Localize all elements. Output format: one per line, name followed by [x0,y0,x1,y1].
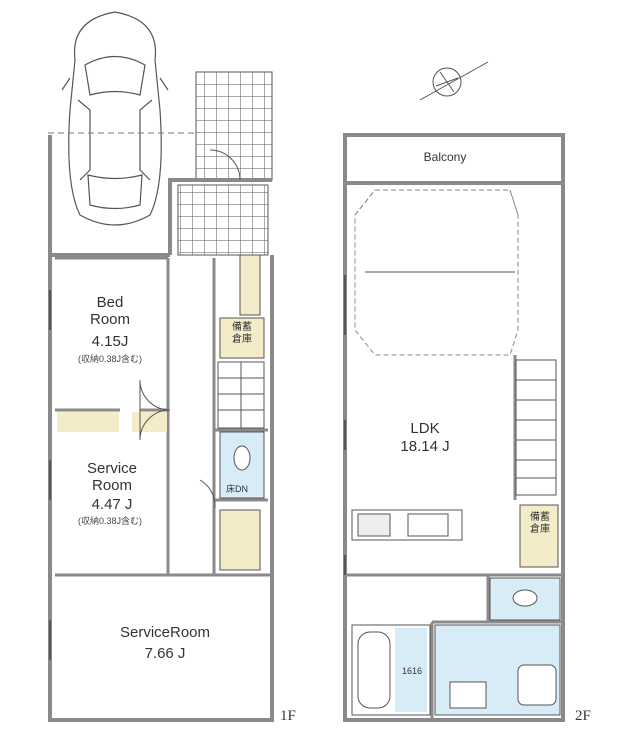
stairs-2f [515,359,557,496]
room-size-bed-room: 4.15J [91,333,129,350]
entrance-tiles [177,184,269,256]
closet-service-room [57,412,119,432]
stairs-1f [217,361,265,429]
bathtub-icon [357,631,391,709]
shoe-storage [239,254,261,316]
unit-bath-label: 1616 [402,666,423,676]
closet-bed-room [132,412,167,432]
room-name-ldk: LDK [410,420,440,437]
storage-stair [219,509,261,571]
room-size-service-room-large: 7.66 J [144,645,186,662]
balcony-label: Balcony [423,150,467,164]
room-name-bed-room: Bed Room [89,294,130,329]
floor-dn-label: 床DN [226,484,248,494]
sink-icon [449,681,487,709]
kitchen-counter [351,509,463,541]
storage-label-2f: 備蓄 倉庫 [530,512,550,535]
toilet-icon [233,445,251,471]
storage-2f [519,504,559,568]
car-icon [61,11,169,226]
washer-icon [517,664,557,706]
floor-label-1f: 1F [280,708,296,724]
room-size-service-room: 4.47 J [91,496,133,513]
room-note-bed-room: (収納0.38J含む) [77,354,142,364]
storage-1f [219,317,265,359]
room-size-ldk: 18.14 J [400,438,450,455]
toilet-icon-2f [512,589,538,607]
approach-tiles [195,71,273,181]
compass-icon [419,61,489,101]
room-name-service-room-large: ServiceRoom [119,624,211,641]
second-floor [343,61,565,722]
balcony [343,133,565,185]
first-floor [48,11,274,722]
room-note-service-room: (収納0.38J含む) [77,516,142,526]
floor-label-2f: 2F [575,708,591,724]
room-name-service-room: Service Room [86,460,138,495]
second-floor-walls [343,183,565,722]
storage-label-1f: 備蓄 倉庫 [232,322,252,345]
door-swing-icon [139,379,171,411]
